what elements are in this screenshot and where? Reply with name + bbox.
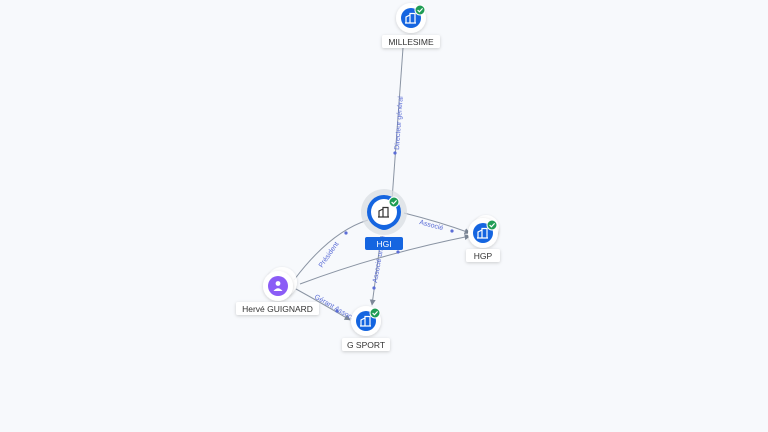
node-label: MILLESIME bbox=[388, 37, 434, 47]
edge-millesime-hgi[interactable]: Directeur général bbox=[391, 47, 405, 201]
verified-check-icon bbox=[369, 307, 381, 319]
verified-check-icon bbox=[414, 4, 426, 16]
node-label: HGI bbox=[376, 239, 391, 249]
node-label-box bbox=[365, 237, 403, 250]
node-hgi[interactable]: HGI bbox=[361, 189, 407, 250]
verified-check-icon bbox=[388, 196, 400, 208]
node-label-box bbox=[236, 302, 319, 315]
building-icon bbox=[360, 315, 371, 327]
edge-dot bbox=[450, 229, 454, 233]
node-label: G SPORT bbox=[347, 340, 385, 350]
node-label: Hervé GUIGNARD bbox=[242, 304, 313, 314]
building-icon bbox=[477, 227, 488, 239]
edge-dot bbox=[396, 250, 400, 254]
node-label: HGP bbox=[474, 251, 493, 261]
edges: Directeur général Associé Président Asso… bbox=[293, 47, 471, 324]
edge-dot bbox=[335, 309, 339, 313]
node-g-sport[interactable]: G SPORT bbox=[342, 306, 390, 351]
edge-dot bbox=[393, 151, 397, 155]
node-label-box bbox=[466, 249, 500, 262]
node-herve-guignard[interactable]: Hervé GUIGNARD bbox=[236, 267, 319, 315]
edge-hgi-hgp[interactable]: Associé bbox=[403, 212, 471, 234]
person-icon bbox=[273, 281, 283, 291]
edge-label-president: Président bbox=[318, 241, 341, 269]
node-millesime[interactable]: MILLESIME bbox=[382, 3, 440, 48]
edge-label-directeur-general: Directeur général bbox=[394, 96, 405, 150]
edge-label-gerant-associe: Gérant Associé bbox=[313, 294, 358, 324]
edge-dot bbox=[372, 286, 376, 290]
edge-herve-hgp[interactable] bbox=[299, 234, 471, 285]
building-icon bbox=[405, 12, 416, 24]
building-icon bbox=[378, 206, 389, 218]
edge-label-associe: Associé bbox=[418, 219, 444, 232]
node-circle bbox=[268, 276, 288, 296]
verified-check-icon bbox=[486, 219, 498, 231]
edge-dot bbox=[344, 231, 348, 235]
node-label-box bbox=[342, 338, 390, 351]
edge-herve-hgi[interactable]: Président bbox=[293, 219, 369, 281]
node-label-box bbox=[382, 35, 440, 48]
node-hgp[interactable]: HGP bbox=[466, 215, 500, 262]
